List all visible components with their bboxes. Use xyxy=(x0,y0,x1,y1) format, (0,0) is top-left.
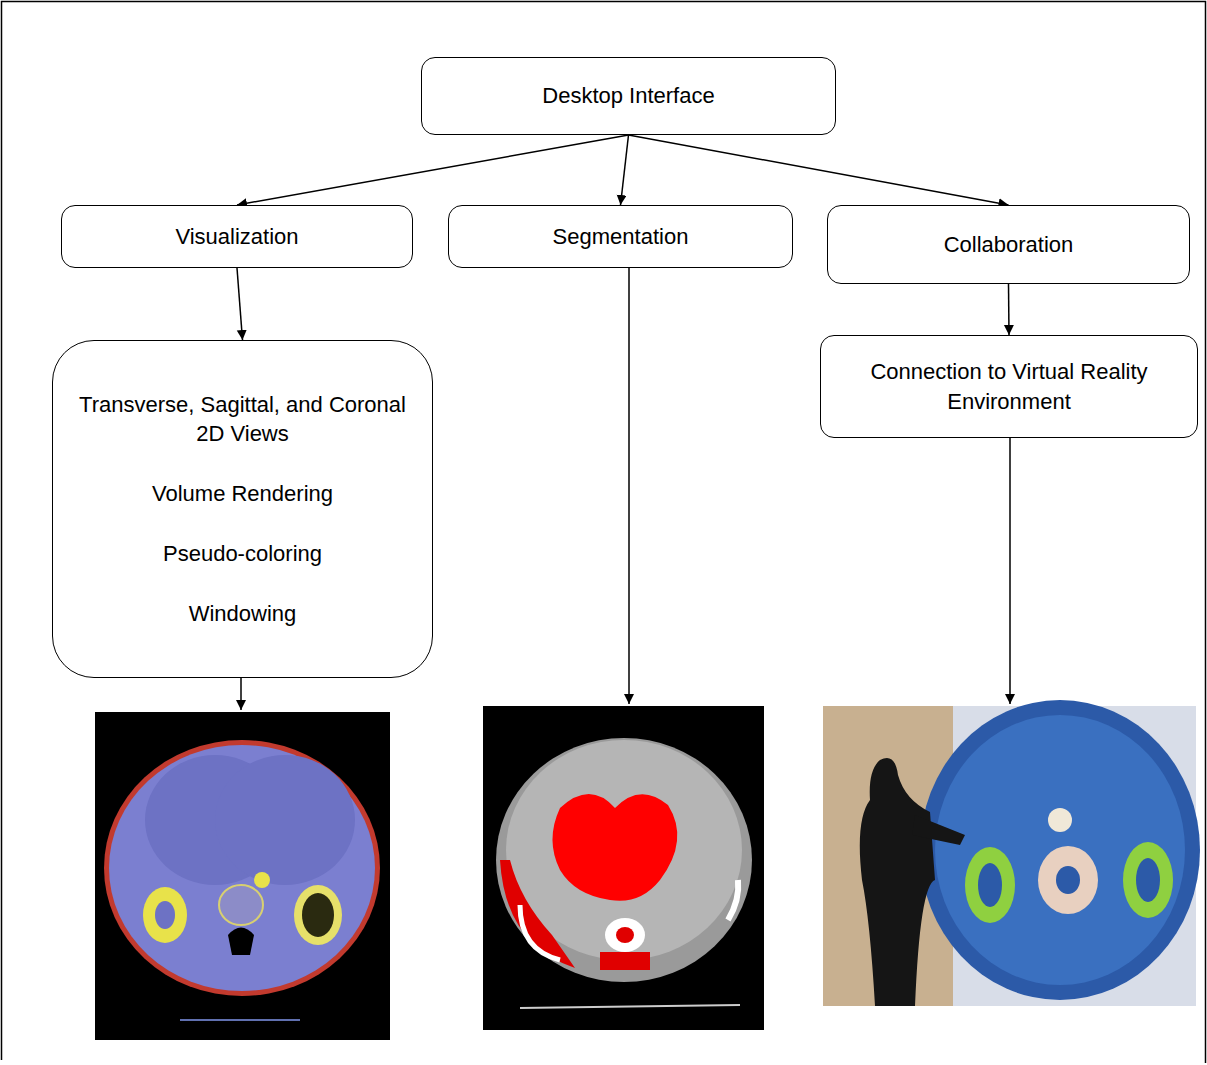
vr-environment-image xyxy=(823,700,1200,1006)
interface-box: Desktop Interface xyxy=(421,57,836,135)
pseudocolor-ct-image xyxy=(95,712,390,1040)
image-arrow xyxy=(628,268,630,704)
node-text: Connection to Virtual Reality Environmen… xyxy=(833,357,1185,416)
connector-arrow xyxy=(621,135,629,205)
image-arrow xyxy=(240,678,242,710)
category-box: Visualization xyxy=(61,205,413,268)
image-arrow xyxy=(1009,438,1011,704)
vr-connection-box: Connection to Virtual Reality Environmen… xyxy=(820,335,1198,438)
segmentation-ct-image xyxy=(483,706,764,1030)
category-box: Segmentation xyxy=(448,205,793,268)
connector-arrow xyxy=(237,268,243,340)
node-text: Windowing xyxy=(189,599,297,629)
feature-list-box: Transverse, Sagittal, and Coronal 2D Vie… xyxy=(52,340,433,678)
connector-arrow xyxy=(629,135,1009,205)
node-text: Volume Rendering xyxy=(152,479,333,509)
node-text: Collaboration xyxy=(944,230,1074,260)
node-text: Visualization xyxy=(175,222,298,252)
category-box: Collaboration xyxy=(827,205,1190,284)
connector-arrow xyxy=(237,135,629,205)
node-text: Pseudo-coloring xyxy=(163,539,322,569)
connector-arrow xyxy=(1008,284,1010,335)
node-text: Desktop Interface xyxy=(542,81,714,111)
node-text: Transverse, Sagittal, and Coronal 2D Vie… xyxy=(65,390,420,449)
node-text: Segmentation xyxy=(553,222,689,252)
